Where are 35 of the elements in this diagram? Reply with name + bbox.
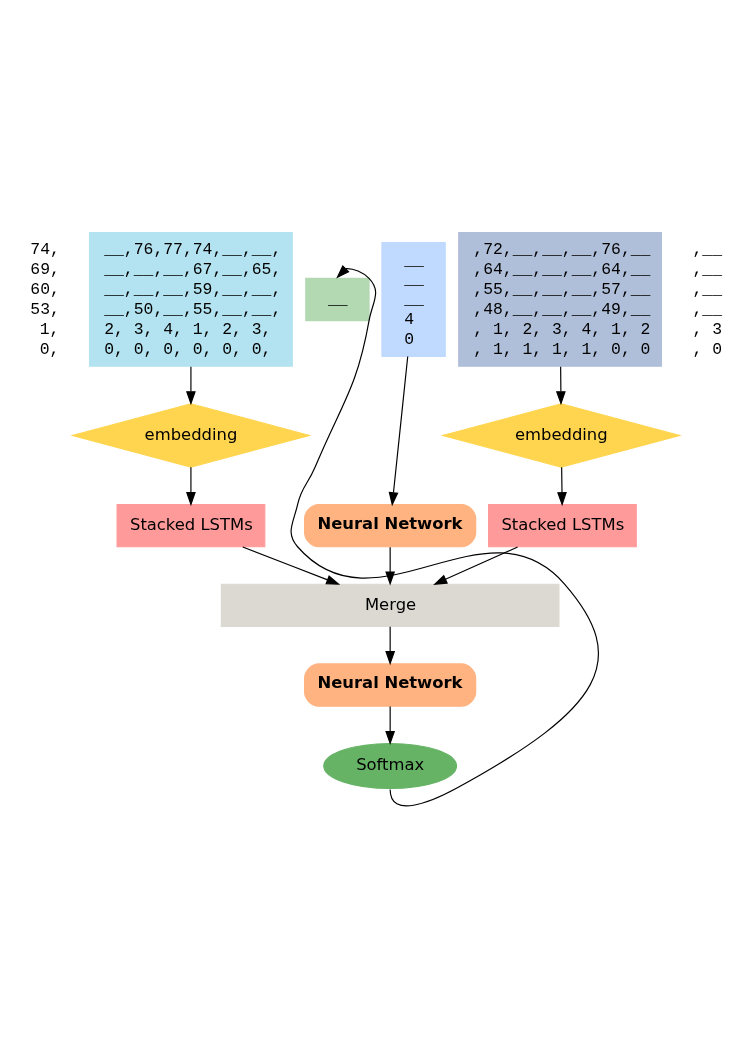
node-diamond: embedding	[440, 402, 682, 468]
arrow	[388, 355, 409, 506]
arrow	[433, 545, 519, 585]
label: ,__	[692, 239, 723, 259]
node-box: Stacked LSTMs	[116, 503, 266, 547]
arrow	[290, 264, 600, 806]
arrow	[385, 705, 396, 745]
label: , 0	[692, 339, 723, 359]
arrow	[385, 625, 396, 665]
node-box: __ __ __ 4 0	[381, 241, 446, 357]
label: 60,	[30, 279, 60, 299]
arrow	[186, 466, 196, 506]
node-box: __,76,77,74,__,__, __,__,__,67,__,65, __,__,__,59,__,__, __,50,__,55,__,__, 2, 3, 4, 1, 2, 3, 0, 0, 0, 0, 0, 0,	[88, 231, 293, 367]
label: ,__	[692, 279, 723, 299]
label: , 3	[692, 319, 723, 339]
node-box: __	[305, 277, 370, 321]
label: 0,	[39, 339, 60, 359]
node-box: Merge	[220, 583, 560, 627]
label: ,__	[692, 299, 723, 319]
node-box: Neural Network	[304, 662, 477, 707]
node-box: Neural Network	[304, 503, 477, 547]
label: ,__	[692, 259, 723, 279]
arrow	[385, 546, 396, 585]
node-ellipse: Softmax	[323, 742, 458, 789]
label: 69,	[30, 259, 60, 279]
label: 74,	[30, 239, 60, 259]
node-box: ,72,__,__,__,76,__ ,64,__,__,__,64,__ ,55,__,__,__,57,__ ,48,__,__,__,49,__ , 1, 2, 3, 4, 1, 2 , 1, 1, 1, 1, 0, 0	[458, 231, 663, 367]
node-box: Stacked LSTMs	[488, 503, 637, 547]
arrow	[242, 545, 341, 585]
arrow	[555, 365, 566, 405]
arrow	[557, 466, 567, 506]
node-diamond: embedding	[70, 402, 312, 468]
arrow	[186, 365, 196, 405]
label: 1,	[39, 319, 60, 339]
label: 53,	[30, 299, 60, 319]
